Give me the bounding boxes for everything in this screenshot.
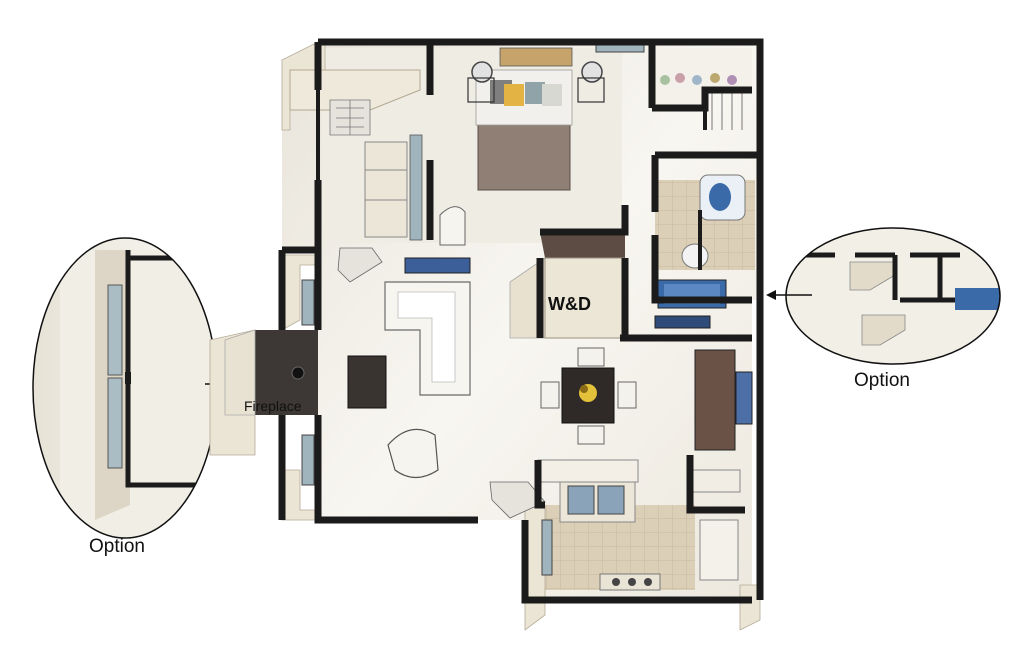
bed bbox=[467, 47, 605, 191]
living-room-art bbox=[404, 257, 471, 274]
bedroom-chair bbox=[439, 206, 466, 246]
vents bbox=[337, 247, 546, 519]
right-option-callout bbox=[785, 227, 1001, 365]
laundry-closet bbox=[509, 232, 626, 339]
washer-dryer-label: W&D bbox=[548, 294, 591, 314]
right-option-label: Option bbox=[854, 370, 910, 391]
left-option-callout bbox=[32, 237, 218, 539]
bedroom-dresser bbox=[364, 134, 423, 241]
dining-set bbox=[540, 347, 637, 445]
fireplace bbox=[224, 329, 318, 416]
fireplace-label: Fireplace bbox=[244, 398, 302, 414]
sectional-sofa bbox=[384, 281, 471, 396]
windows bbox=[301, 43, 645, 576]
closet-top-right bbox=[655, 48, 752, 130]
armchair bbox=[387, 428, 439, 479]
hallway-art bbox=[654, 315, 711, 329]
dining-art bbox=[735, 371, 753, 425]
coffee-table bbox=[347, 355, 387, 409]
walls bbox=[278, 38, 764, 604]
inner-walls bbox=[316, 90, 707, 270]
left-option-label: Option bbox=[89, 536, 145, 557]
right-option-arrow bbox=[766, 290, 812, 300]
kitchen bbox=[537, 349, 741, 591]
closet-left bbox=[289, 69, 421, 136]
apartment-plan bbox=[209, 38, 764, 631]
